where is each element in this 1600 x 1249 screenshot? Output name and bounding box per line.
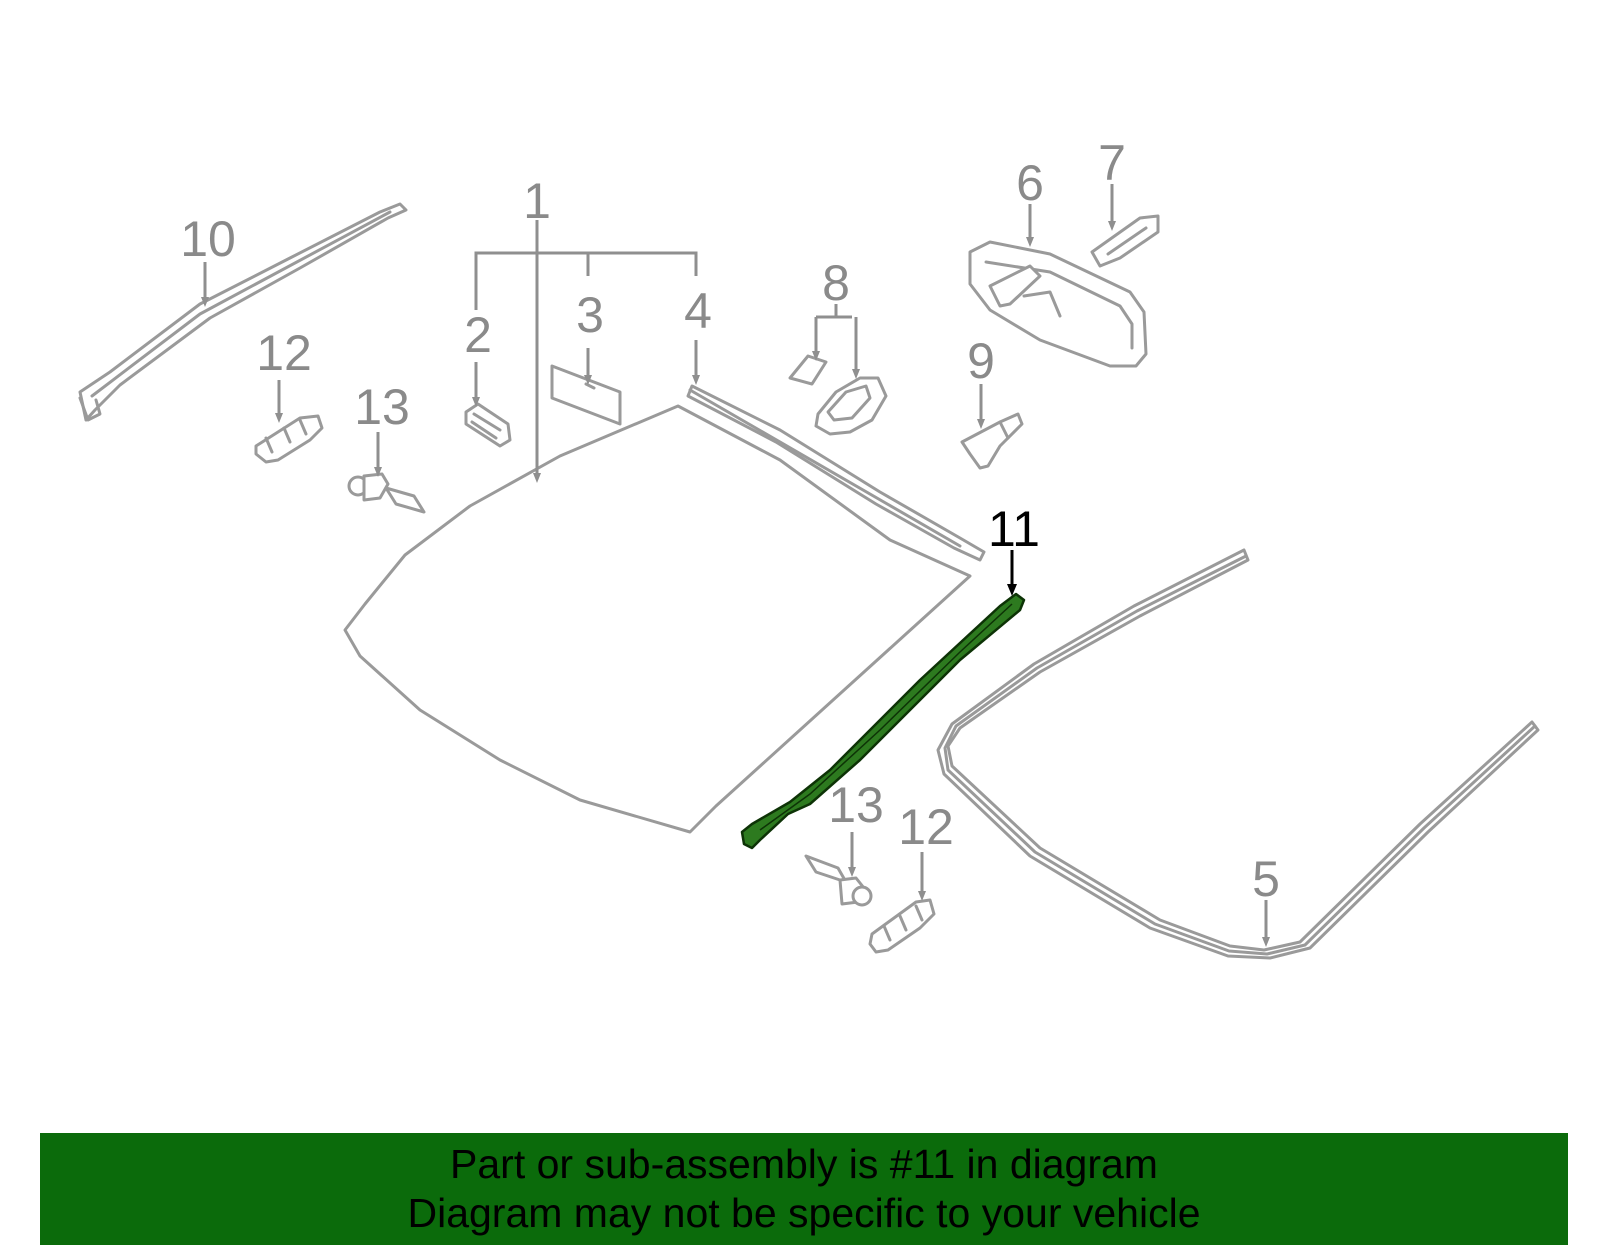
part-12-clip-right[interactable] xyxy=(868,898,936,954)
callout-3: 3 xyxy=(576,287,604,343)
callout-11: 11 xyxy=(988,501,1040,557)
callout-7: 7 xyxy=(1098,135,1126,191)
callout-10: 10 xyxy=(180,211,236,267)
part-2-bracket[interactable] xyxy=(464,402,512,448)
callout-4: 4 xyxy=(684,283,712,339)
callout-2: 2 xyxy=(464,307,492,363)
part-9-bracket[interactable] xyxy=(960,412,1024,470)
part-7-mount-bracket[interactable] xyxy=(1090,214,1160,268)
leader-lines xyxy=(201,184,1270,947)
callout-9: 9 xyxy=(967,333,995,389)
part-6-mirror[interactable] xyxy=(968,240,1148,368)
callout-12-right: 12 xyxy=(898,799,954,855)
banner-part-note: Part or sub-assembly is #11 in diagram xyxy=(450,1141,1158,1187)
callout-13-right: 13 xyxy=(828,777,884,833)
part-8-sensor-set[interactable] xyxy=(788,354,888,436)
part-10-roof-molding[interactable] xyxy=(78,202,408,422)
callout-5: 5 xyxy=(1252,851,1280,907)
part-4-upper-molding[interactable] xyxy=(686,384,986,562)
part-13-pin-right[interactable] xyxy=(804,854,873,907)
callout-1: 1 xyxy=(523,173,551,229)
callout-13-left: 13 xyxy=(354,379,410,435)
part-1-windshield[interactable] xyxy=(343,404,972,834)
part-5-weatherstrip[interactable] xyxy=(936,548,1540,960)
part-11-side-molding[interactable] xyxy=(740,592,1026,850)
part-3-label-plate[interactable] xyxy=(550,364,622,426)
callout-labels: 1 2 3 4 5 6 7 8 9 10 11 12 12 13 13 xyxy=(180,135,1280,907)
callout-8: 8 xyxy=(822,255,850,311)
info-banner: Part or sub-assembly is #11 in diagram D… xyxy=(40,1133,1568,1245)
banner-disclaimer: Diagram may not be specific to your vehi… xyxy=(407,1190,1201,1236)
part-12-clip-left[interactable] xyxy=(254,414,324,464)
part-13-pin-left[interactable] xyxy=(347,472,426,514)
callout-6: 6 xyxy=(1016,155,1044,211)
callout-12-left: 12 xyxy=(256,325,312,381)
